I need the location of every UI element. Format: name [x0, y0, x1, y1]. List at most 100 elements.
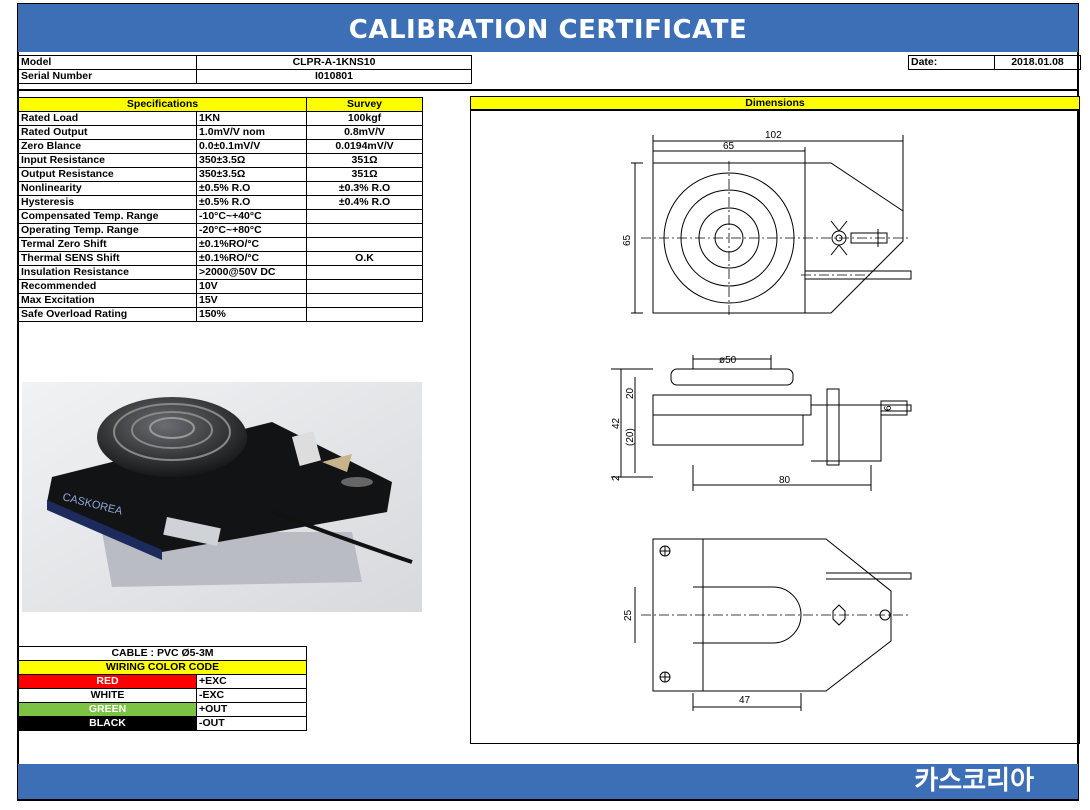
spec-row: Termal Zero Shift±0.1%RO/°C — [18, 237, 424, 252]
spec-value: 10V — [195, 279, 308, 294]
dim-65-width: 65 — [723, 141, 735, 152]
dim-20: 20 — [625, 387, 636, 399]
wire-signal: +EXC — [196, 674, 307, 689]
specifications-header: Specifications — [17, 97, 308, 112]
spec-name: Insulation Resistance — [18, 265, 197, 280]
dim-42: 42 — [611, 417, 622, 429]
spec-row: Insulation Resistance>2000@50V DC — [18, 265, 424, 280]
header-divider — [18, 89, 1078, 91]
spec-name: Thermal SENS Shift — [18, 251, 197, 266]
dim-65-height: 65 — [622, 234, 633, 246]
wire-color: BLACK — [18, 716, 197, 731]
footer-bar: 카스코리아 — [18, 764, 1078, 799]
spec-row: Nonlinearity±0.5% R.O±0.3% R.O — [18, 181, 424, 196]
wiring-row: RED+EXC — [18, 674, 307, 689]
spec-value: -10°C~+40°C — [195, 209, 308, 224]
spec-survey — [306, 237, 424, 252]
spec-survey: ±0.4% R.O — [306, 195, 424, 210]
spec-value: 350±3.5Ω — [195, 167, 308, 182]
spec-value: ±0.5% R.O — [195, 181, 308, 196]
dim-20-paren: (20) — [625, 428, 636, 446]
date-label: Date: — [908, 55, 995, 70]
spec-survey — [306, 223, 424, 238]
dimensions-panel: 102 65 65 ø50 20 42 (20) 2 6 80 — [470, 110, 1080, 744]
spec-survey: 351Ω — [306, 153, 424, 168]
spec-survey: 0.8mV/V — [306, 125, 424, 140]
spec-value: 15V — [195, 293, 308, 308]
spec-survey — [306, 307, 424, 322]
spec-name: Output Resistance — [18, 167, 197, 182]
spec-value: -20°C~+80°C — [195, 223, 308, 238]
spec-name: Max Excitation — [18, 293, 197, 308]
spec-row: Operating Temp. Range-20°C~+80°C — [18, 223, 424, 238]
spec-survey — [306, 293, 424, 308]
spec-survey: 0.0194mV/V — [306, 139, 424, 154]
dim-25: 25 — [623, 609, 634, 621]
spec-value: 1.0mV/V nom — [195, 125, 308, 140]
dimensions-header: Dimensions — [470, 96, 1080, 110]
wiring-row: GREEN+OUT — [18, 702, 307, 717]
spec-survey — [306, 265, 424, 280]
spec-name: Termal Zero Shift — [18, 237, 197, 252]
spec-survey — [306, 209, 424, 224]
spec-survey: ±0.3% R.O — [306, 181, 424, 196]
spec-value: 1KN — [195, 111, 308, 126]
date-value: 2018.01.08 — [994, 55, 1081, 70]
serial-label: Serial Number — [18, 69, 197, 84]
spec-name: Safe Overload Rating — [18, 307, 197, 322]
spec-value: 0.0±0.1mV/V — [195, 139, 308, 154]
wiring-row: BLACK-OUT — [18, 716, 307, 731]
survey-header: Survey — [306, 97, 424, 112]
serial-value: I010801 — [196, 69, 472, 84]
cable-spec: CABLE : PVC Ø5-3M — [18, 646, 307, 661]
spec-name: Input Resistance — [18, 153, 197, 168]
dim-6: 6 — [883, 405, 894, 411]
spec-row: Compensated Temp. Range-10°C~+40°C — [18, 209, 424, 224]
spec-value: ±0.1%RO/°C — [195, 251, 308, 266]
model-label: Model — [18, 55, 197, 70]
spec-survey: O.K — [306, 251, 424, 266]
wiring-table: CABLE : PVC Ø5-3M WIRING COLOR CODE RED+… — [18, 646, 307, 731]
spec-survey: 351Ω — [306, 167, 424, 182]
spec-name: Compensated Temp. Range — [18, 209, 197, 224]
wire-color: GREEN — [18, 702, 197, 717]
product-photo: CASKOREA — [22, 382, 422, 612]
dim-2: 2 — [611, 475, 622, 481]
spec-name: Operating Temp. Range — [18, 223, 197, 238]
page-title: CALIBRATION CERTIFICATE — [18, 4, 1078, 52]
wiring-row: WHITE-EXC — [18, 688, 307, 703]
dim-80: 80 — [779, 475, 791, 486]
dim-47: 47 — [739, 695, 751, 706]
spec-value: 150% — [195, 307, 308, 322]
date-table: Date:2018.01.08 — [908, 55, 1081, 70]
spec-name: Rated Load — [18, 111, 197, 126]
spec-name: Zero Blance — [18, 139, 197, 154]
wire-signal: -OUT — [196, 716, 307, 731]
wire-color: RED — [18, 674, 197, 689]
spec-survey: 100kgf — [306, 111, 424, 126]
dim-diameter-50: ø50 — [719, 355, 737, 366]
model-value: CLPR-A-1KNS10 — [196, 55, 472, 70]
wiring-header: WIRING COLOR CODE — [18, 660, 307, 675]
dim-102: 102 — [765, 130, 782, 141]
spec-survey — [306, 279, 424, 294]
wire-signal: +OUT — [196, 702, 307, 717]
spec-name: Hysteresis — [18, 195, 197, 210]
spec-name: Recommended — [18, 279, 197, 294]
wire-color: WHITE — [18, 688, 197, 703]
dimension-drawing: 102 65 65 ø50 20 42 (20) 2 6 80 — [611, 130, 912, 711]
footer-company: 카스코리아 — [914, 766, 1034, 796]
spec-name: Nonlinearity — [18, 181, 197, 196]
spec-value: >2000@50V DC — [195, 265, 308, 280]
